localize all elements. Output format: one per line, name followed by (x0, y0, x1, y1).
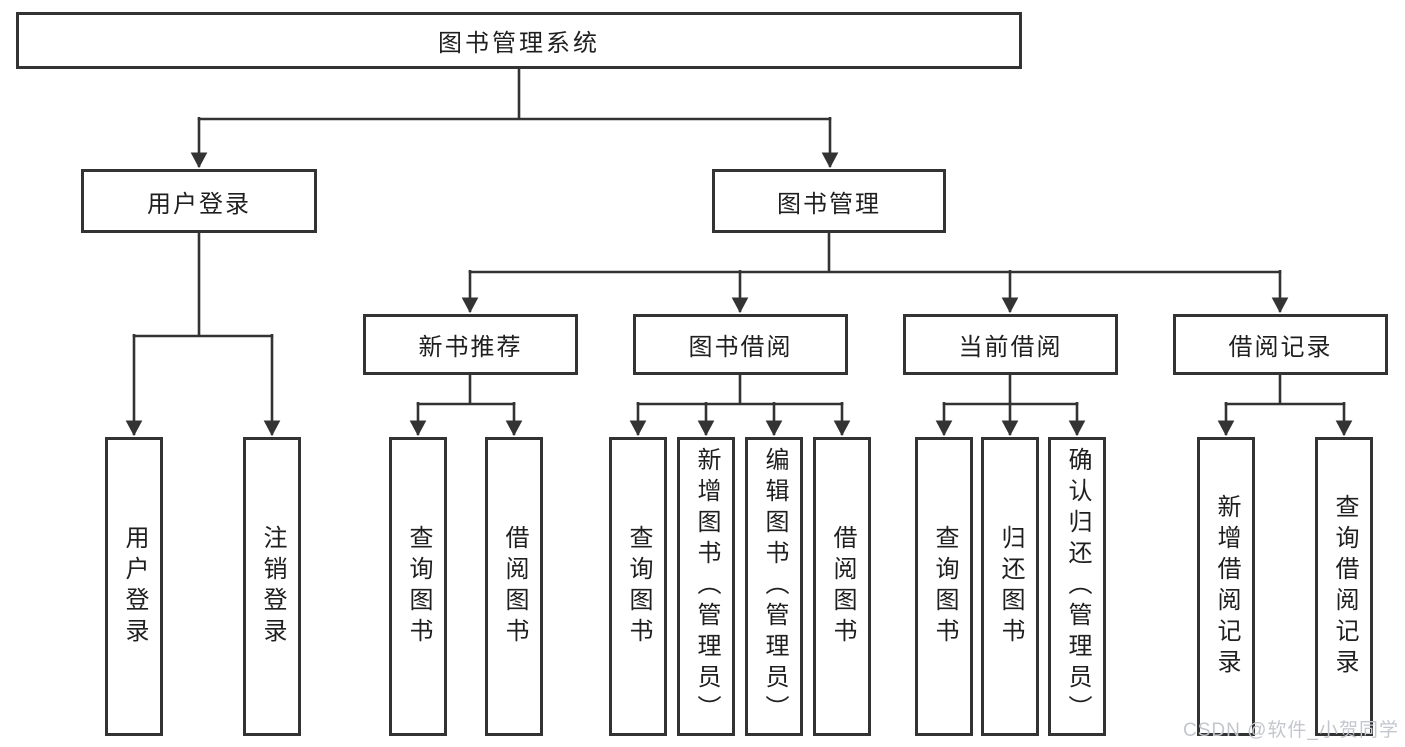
leaf-query-borrow-record: 查询借阅记录 (1315, 437, 1373, 736)
leaf-borrow-books-recommend: 借阅图书 (485, 437, 543, 736)
node-label: 新增图书（管理员） (693, 447, 720, 726)
node-label: 查询图书 (405, 524, 432, 649)
node-label: 用户登录 (147, 190, 251, 218)
node-label: 借阅图书 (501, 524, 528, 649)
leaf-query-books-recommend: 查询图书 (389, 437, 447, 736)
node-label: 图书管理 (777, 190, 881, 218)
node-new-book-recommend: 新书推荐 (363, 314, 578, 375)
leaf-confirm-return-admin: 确认归还（管理员） (1048, 437, 1106, 736)
node-root-system: 图书管理系统 (16, 12, 1022, 69)
leaf-query-books-current: 查询图书 (915, 437, 973, 736)
node-borrow-records: 借阅记录 (1173, 314, 1388, 375)
leaf-query-books-borrow: 查询图书 (609, 437, 667, 736)
node-book-borrow: 图书借阅 (633, 314, 848, 375)
node-label: 当前借阅 (958, 334, 1063, 361)
node-label: 借阅图书 (829, 524, 856, 649)
node-label: 图书借阅 (688, 334, 793, 361)
node-label: 图书管理系统 (438, 30, 600, 57)
node-current-borrow: 当前借阅 (903, 314, 1118, 375)
node-label: 编辑图书（管理员） (761, 447, 788, 726)
leaf-edit-books-admin: 编辑图书（管理员） (745, 437, 803, 736)
leaf-return-books: 归还图书 (981, 437, 1039, 736)
node-book-management: 图书管理 (712, 169, 946, 233)
node-label: 用户登录 (121, 524, 148, 649)
leaf-user-login: 用户登录 (105, 437, 163, 736)
node-label: 确认归还（管理员） (1064, 447, 1091, 726)
node-label: 新书推荐 (418, 334, 523, 361)
node-label: 查询图书 (625, 524, 652, 649)
leaf-logout: 注销登录 (243, 437, 301, 736)
node-label: 归还图书 (997, 524, 1024, 649)
node-label: 查询图书 (931, 524, 958, 649)
node-user-login: 用户登录 (81, 169, 317, 233)
leaf-borrow-books: 借阅图书 (813, 437, 871, 736)
node-label: 新增借阅记录 (1213, 493, 1240, 680)
leaf-add-borrow-record: 新增借阅记录 (1197, 437, 1255, 736)
leaf-add-books-admin: 新增图书（管理员） (677, 437, 735, 736)
node-label: 查询借阅记录 (1331, 493, 1358, 680)
node-label: 注销登录 (259, 524, 286, 649)
csdn-watermark: CSDN @软件_小贺同学 (1183, 720, 1399, 741)
node-label: 借阅记录 (1228, 334, 1333, 361)
